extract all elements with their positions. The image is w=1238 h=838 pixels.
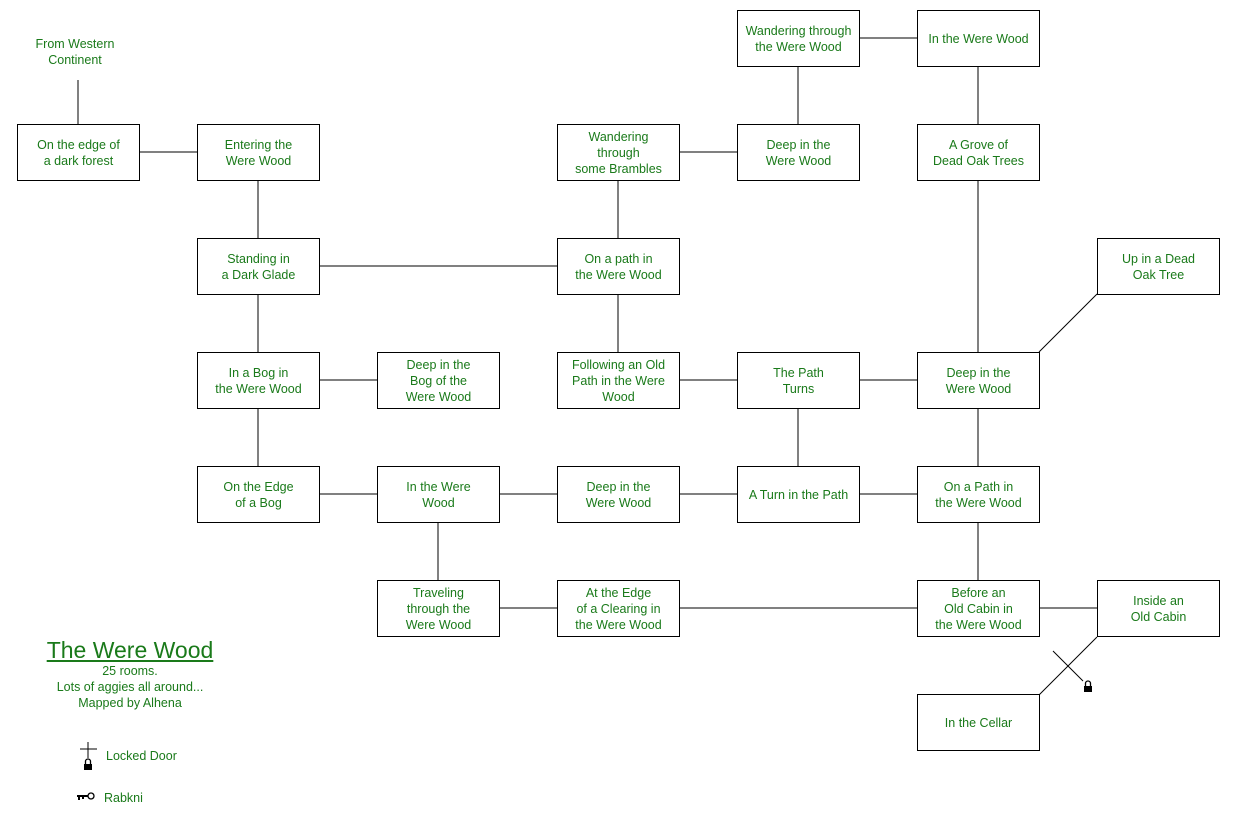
room-turn-in-path[interactable]: A Turn in the Path (737, 466, 860, 523)
padlock-icon (1084, 680, 1092, 692)
room-wandering-top[interactable]: Wandering through the Were Wood (737, 10, 860, 67)
locked-door-mark (1052, 650, 1084, 682)
room-on-path-right[interactable]: On a Path in the Were Wood (917, 466, 1040, 523)
room-deep-upper[interactable]: Deep in the Were Wood (737, 124, 860, 181)
room-brambles[interactable]: Wandering through some Brambles (557, 124, 680, 181)
legend-locked-door-label: Locked Door (106, 749, 177, 763)
room-dark-glade[interactable]: Standing in a Dark Glade (197, 238, 320, 295)
room-count: 25 rooms. (102, 664, 158, 678)
key-legend-icon (77, 792, 95, 800)
room-deep-right[interactable]: Deep in the Were Wood (917, 352, 1040, 409)
room-bog[interactable]: In a Bog in the Were Wood (197, 352, 320, 409)
map-credit: Mapped by Alhena (78, 696, 182, 710)
room-on-path[interactable]: On a path in the Were Wood (557, 238, 680, 295)
room-edge-bog[interactable]: On the Edge of a Bog (197, 466, 320, 523)
connection (1038, 293, 1098, 353)
room-following-path[interactable]: Following an Old Path in the Were Wood (557, 352, 680, 409)
room-dead-oak[interactable]: Up in a Dead Oak Tree (1097, 238, 1220, 295)
locked-door-legend-icon (80, 742, 97, 770)
map-note: Lots of aggies all around... (56, 680, 204, 694)
room-deep-lower[interactable]: Deep in the Were Wood (557, 466, 680, 523)
room-entering[interactable]: Entering the Were Wood (197, 124, 320, 181)
room-deep-bog[interactable]: Deep in the Bog of the Were Wood (377, 352, 500, 409)
room-edge-clearing[interactable]: At the Edge of a Clearing in the Were Wo… (557, 580, 680, 637)
room-traveling[interactable]: Traveling through the Were Wood (377, 580, 500, 637)
room-cellar[interactable]: In the Cellar (917, 694, 1040, 751)
room-inside-cabin[interactable]: Inside an Old Cabin (1097, 580, 1220, 637)
map-title: The Were Wood (46, 637, 214, 663)
room-edge-dark-forest[interactable]: On the edge of a dark forest (17, 124, 140, 181)
room-before-cabin[interactable]: Before an Old Cabin in the Were Wood (917, 580, 1040, 637)
room-in-were-wood-top[interactable]: In the Were Wood (917, 10, 1040, 67)
room-in-were-wood-lower[interactable]: In the Were Wood (377, 466, 500, 523)
room-path-turns[interactable]: The Path Turns (737, 352, 860, 409)
entry-label: From Western Continent (35, 37, 115, 67)
room-grove[interactable]: A Grove of Dead Oak Trees (917, 124, 1040, 181)
legend-key-label: Rabkni (104, 791, 143, 805)
